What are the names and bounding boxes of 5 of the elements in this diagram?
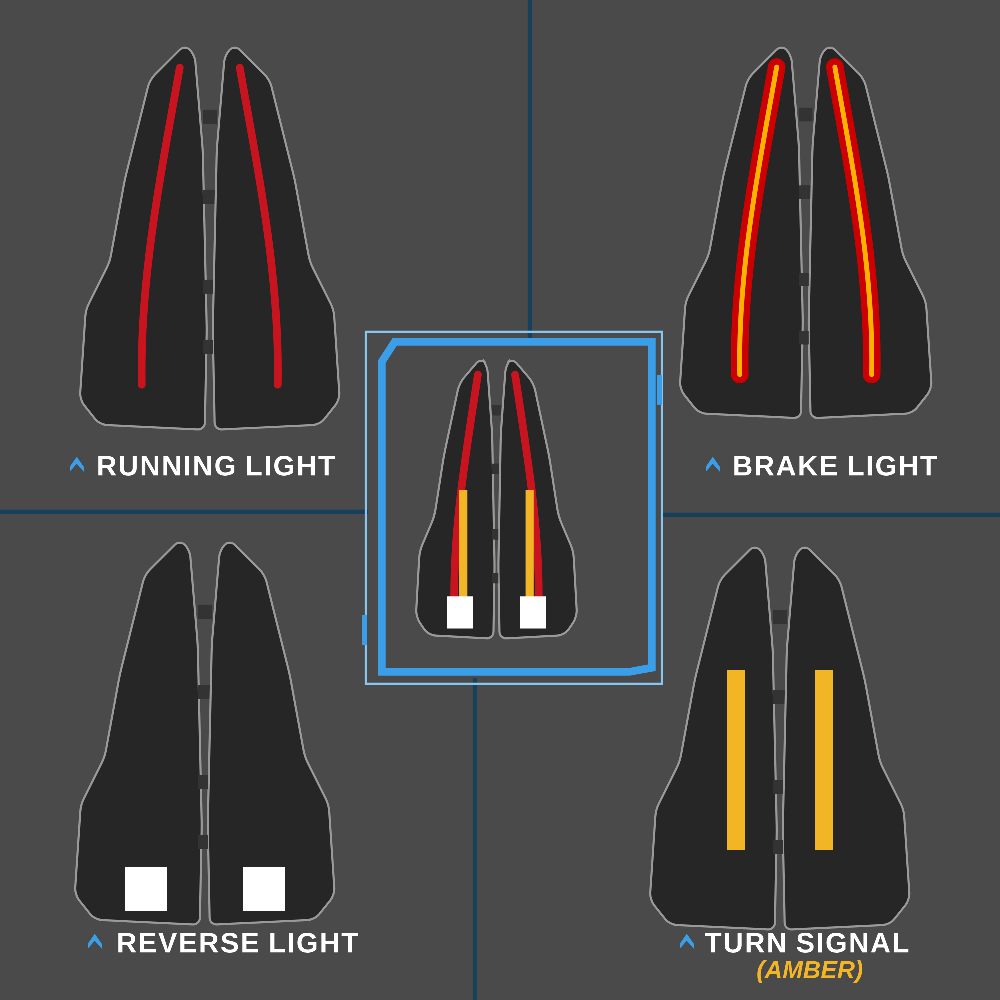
feature-label: REVERSE LIGHT <box>118 933 358 953</box>
feature-label: (AMBER) <box>758 960 863 984</box>
feature-label: RUNNING LIGHT <box>98 456 336 476</box>
feature-label: TURN SIGNAL <box>705 933 909 953</box>
feature-label: BRAKE LIGHT <box>734 456 938 476</box>
